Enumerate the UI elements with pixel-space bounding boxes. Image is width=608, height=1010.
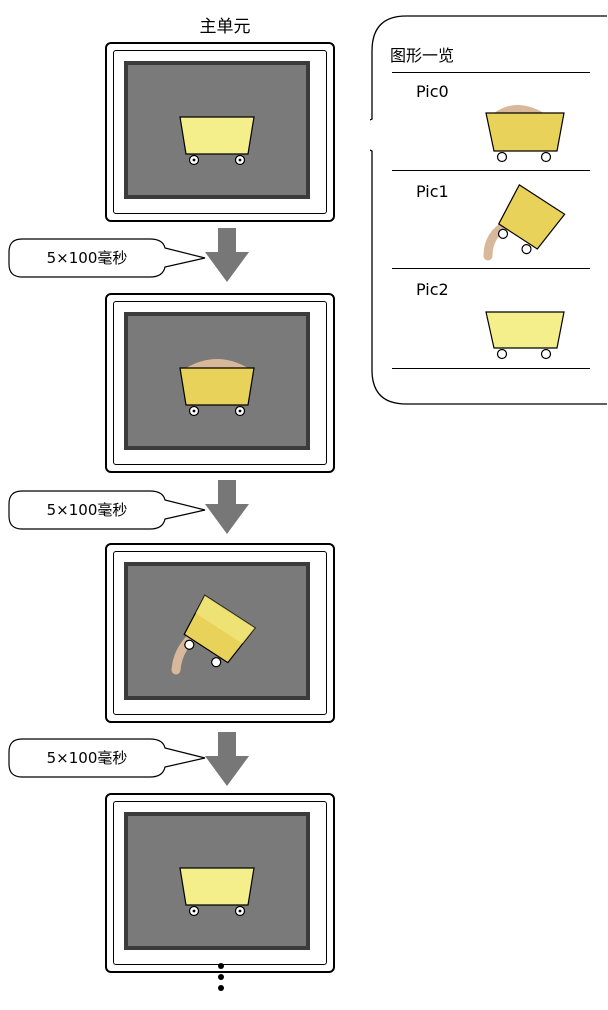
cart-picture-tilted [171, 594, 257, 675]
picture-list-panel [370, 15, 607, 405]
screen-display-4 [124, 812, 310, 950]
pic1-preview [483, 183, 566, 261]
pic2-preview [485, 311, 565, 360]
screen-frame-4 [105, 793, 335, 973]
down-arrow-1 [205, 228, 249, 282]
callout-bubble [8, 238, 206, 278]
divider [392, 268, 590, 269]
screen-display-2 [124, 312, 310, 450]
cart-picture [179, 867, 255, 917]
delay-callout-1: 5×100毫秒 [8, 238, 206, 278]
screen-frame-2 [105, 293, 335, 473]
down-arrow-3 [205, 732, 249, 786]
picture-list-title: 图形一览 [390, 46, 455, 65]
continuation-dots-icon [218, 963, 224, 991]
delay-label-1: 5×100毫秒 [46, 249, 128, 267]
pic0-preview [485, 105, 565, 163]
screen-bezel [113, 301, 327, 465]
divider [392, 368, 590, 369]
pic2-label: Pic2 [416, 280, 449, 299]
screen-display-3 [124, 562, 310, 700]
main-unit-title: 主单元 [199, 17, 251, 37]
screen-frame-3 [105, 543, 335, 723]
screen-bezel [113, 551, 327, 715]
cart-picture-loaded [179, 359, 255, 417]
divider [392, 72, 590, 73]
divider [392, 170, 590, 171]
pic0-label: Pic0 [416, 82, 449, 101]
delay-callout-2: 5×100毫秒 [8, 490, 206, 530]
callout-bubble [8, 490, 206, 530]
screen-frame-1 [105, 42, 335, 222]
callout-bubble [8, 738, 206, 778]
delay-callout-3: 5×100毫秒 [8, 738, 206, 778]
screen-display-1 [124, 61, 310, 199]
down-arrow-2 [205, 480, 249, 534]
delay-label-2: 5×100毫秒 [46, 501, 128, 519]
delay-label-3: 5×100毫秒 [46, 749, 128, 767]
screen-bezel [113, 50, 327, 214]
pic1-label: Pic1 [416, 182, 449, 201]
cart-picture [179, 116, 255, 166]
